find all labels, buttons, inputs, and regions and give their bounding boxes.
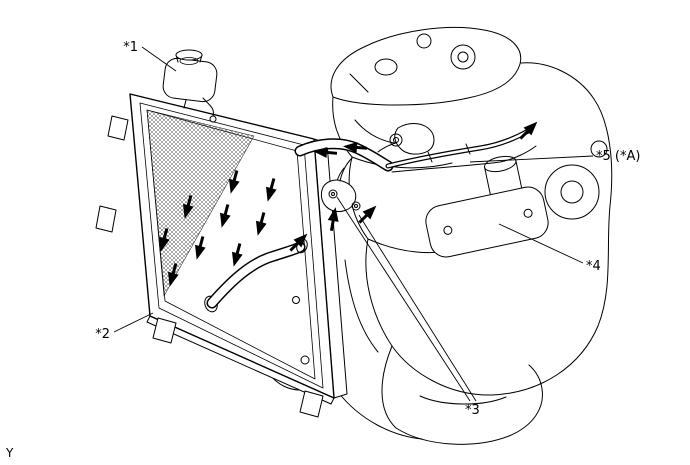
pulley-hub-circle <box>560 180 584 204</box>
oil-pan-outline <box>381 345 543 445</box>
sensor-inner-circle <box>393 137 399 143</box>
callout-label-5: *5 (*A) <box>596 149 640 164</box>
callout-4-line <box>498 223 584 264</box>
component-body <box>425 186 549 258</box>
filter-cylinder-top <box>484 155 517 173</box>
page-marker: Y <box>5 446 14 460</box>
callout-2-line <box>113 312 154 333</box>
oil-pan-inner-line <box>419 395 507 405</box>
pipe-clamp-ticks <box>427 143 471 163</box>
oil-cap-inner-circle <box>457 51 469 63</box>
frame-hole-circle <box>292 296 300 304</box>
callout-label-2: *2 <box>95 327 110 342</box>
filter-cylinder-sides <box>484 160 523 200</box>
overflow-hose-end <box>209 115 217 123</box>
cover-detail-ellipse <box>374 58 398 76</box>
oil-cap-circle <box>450 44 476 70</box>
hoses-and-pipes <box>204 127 537 313</box>
radiator <box>95 49 348 418</box>
flow-arrow <box>354 200 382 228</box>
inlet-housing <box>320 179 357 213</box>
callout-1-line <box>141 46 177 72</box>
radiator-foot-right <box>299 390 324 418</box>
radiator-inner-frame <box>139 102 324 389</box>
callout-5-line <box>469 155 594 163</box>
engine-front-component <box>425 155 549 258</box>
cap-neck-ellipse <box>179 57 199 65</box>
inlet-bolt-upper <box>328 189 338 199</box>
flow-arrow <box>515 116 543 144</box>
callout-label-3: *3 <box>465 403 480 418</box>
cover-bolt-circle <box>416 33 432 49</box>
sensor-circle <box>389 133 403 147</box>
callout-label-4: *4 <box>586 259 601 274</box>
component-bolt-right <box>523 208 533 218</box>
reservoir-tank <box>162 57 218 103</box>
callout-3-line-b <box>358 214 477 402</box>
radiator-core-mesh <box>146 109 255 297</box>
mount-tab-upper <box>107 115 129 141</box>
mount-tab-lower <box>95 205 117 233</box>
engine-block <box>257 26 613 445</box>
inlet-bolt-lower <box>351 201 361 211</box>
drain-plug-circle <box>300 355 310 365</box>
water-inlet-joints <box>320 157 361 213</box>
radiator-foot-left <box>152 317 177 344</box>
reservoir-assembly <box>162 49 218 123</box>
inlet-stub-pipe <box>339 157 353 182</box>
heater-wire-line <box>391 145 537 173</box>
valve-cover <box>330 26 522 106</box>
coolant-pipe-fill <box>386 128 532 168</box>
inlet-bolt-upper-center <box>331 192 335 196</box>
overflow-hose <box>202 97 214 117</box>
engine-boss-circle <box>590 140 608 158</box>
radiator-cap <box>175 49 203 61</box>
callouts: *1 *2 *3 *4 *5 (*A) <box>95 40 640 418</box>
lower-hose-fill <box>208 243 304 307</box>
water-outlet-housing <box>394 123 435 155</box>
pulley-circle <box>544 164 600 220</box>
callout-label-1: *1 <box>123 40 138 55</box>
inlet-bolt-lower-center <box>354 204 358 208</box>
callout-3-line-a <box>336 196 471 402</box>
component-bolt-left <box>443 225 453 235</box>
